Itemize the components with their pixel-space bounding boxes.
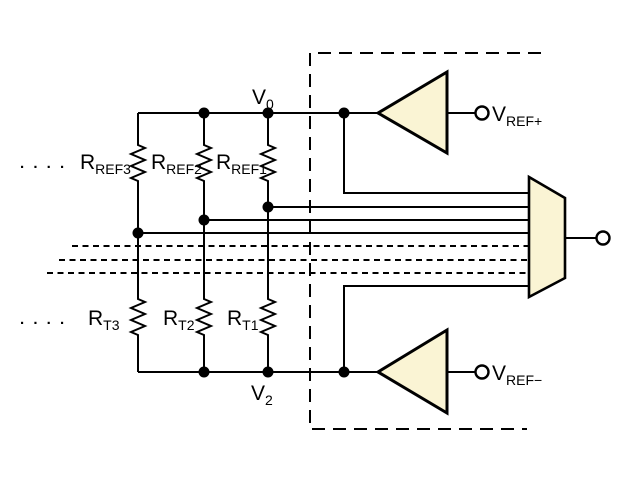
label-vref-plus: VREF+ xyxy=(492,103,542,129)
resistor-column-3 xyxy=(128,113,148,372)
label-v0: V0 xyxy=(252,86,274,112)
vref-minus-buffer xyxy=(375,327,449,416)
vref-plus-feed-wire xyxy=(343,113,529,194)
label-v2: V2 xyxy=(251,382,273,408)
vref-plus-buffer xyxy=(375,69,449,156)
dashed-boundary-box xyxy=(309,52,541,430)
terminal-vref-plus xyxy=(474,105,490,121)
junction-dot-v0 xyxy=(262,107,274,119)
label-rt1: RT1 xyxy=(227,307,259,333)
label-rref2: RREF2 xyxy=(151,151,202,177)
junction-dot xyxy=(338,366,350,378)
ellipsis-bottom: . . . . xyxy=(20,311,67,328)
junction-dot-tap1 xyxy=(262,201,274,213)
junction-dot xyxy=(198,366,210,378)
terminal-vref-minus xyxy=(474,364,490,380)
junction-dot-tap3 xyxy=(132,227,144,239)
label-rt2: RT2 xyxy=(163,307,195,333)
label-rref1: RREF1 xyxy=(216,151,267,177)
terminal-mux-output xyxy=(595,230,611,246)
junction-dot-tap2 xyxy=(198,214,210,226)
resistor-column-1 xyxy=(258,113,278,372)
label-vref-minus: VREF− xyxy=(492,362,542,388)
junction-dot-v2 xyxy=(262,366,274,378)
label-rt3: RT3 xyxy=(88,307,120,333)
junction-dot xyxy=(338,107,350,119)
junction-dot xyxy=(198,107,210,119)
analog-mux xyxy=(527,174,567,300)
label-rref3: RREF3 xyxy=(80,151,131,177)
ellipsis-top: . . . . xyxy=(20,155,67,172)
resistor-column-2 xyxy=(194,113,214,372)
vref-minus-feed-wire xyxy=(343,285,529,372)
